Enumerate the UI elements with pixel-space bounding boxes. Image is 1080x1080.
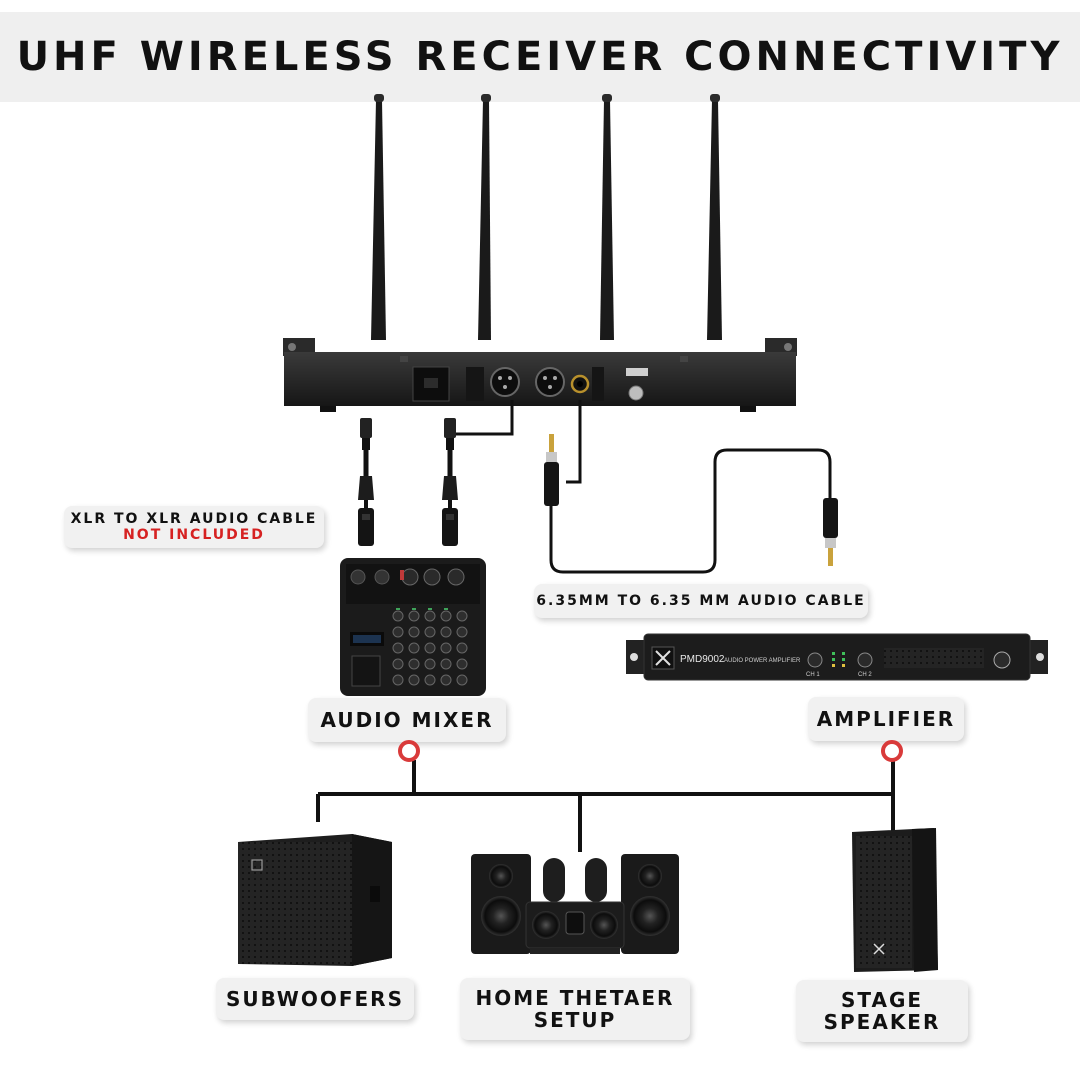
antenna-icon [600,94,614,340]
xlr-connector-icon [358,418,374,546]
amplifier-label: AMPLIFIER [808,697,964,741]
xlr-cable-label: XLR TO XLR AUDIO CABLE NOT INCLUDED [64,506,324,548]
amplifier-connection-node [881,740,903,762]
jack-plug-icon [544,434,559,506]
subwoofers-label: SUBWOOFERS [216,978,414,1020]
amplifier-text: AMPLIFIER [816,707,956,731]
mixer-icon [340,558,486,696]
xlr-connector-icon [442,418,458,546]
receiver-icon [283,94,797,412]
subwoofer-icon [238,834,392,966]
antenna-icon [371,94,386,340]
xlr-cable-icon [450,400,514,436]
stage-speaker-icon [852,828,938,972]
jack-plug-icon [823,498,838,566]
amplifier-icon: PMD9002 AUDIO POWER AMPLIFIER CH 1 CH 2 [626,633,1048,681]
jack-cable-text: 6.35MM TO 6.35 MM AUDIO CABLE [536,593,866,609]
xlr-cable-text: XLR TO XLR AUDIO CABLE [70,511,318,527]
distribution-lines [316,760,895,852]
xlr-not-included-text: NOT INCLUDED [123,527,265,543]
page-title: UHF WIRELESS RECEIVER CONNECTIVITY [16,34,1064,80]
jack-cable-label: 6.35MM TO 6.35 MM AUDIO CABLE [534,584,868,618]
home-theater-line2: SETUP [533,1008,617,1032]
amplifier-desc: AUDIO POWER AMPLIFIER [724,658,801,664]
jack-cable-icon [549,400,832,574]
amplifier-model: PMD9002 [680,654,725,665]
title-banner [0,12,1080,102]
stage-speaker-line1: STAGE [840,988,924,1012]
antenna-icon [478,94,491,340]
amplifier-ch1: CH 1 [806,672,820,678]
home-theater-icon [471,854,679,954]
home-theater-label: HOME THETAER SETUP [460,978,690,1040]
stage-speaker-line2: SPEAKER [823,1010,941,1034]
home-theater-line1: HOME THETAER [475,986,675,1010]
mixer-connection-node [398,740,420,762]
stage-speaker-label: STAGE SPEAKER [796,980,968,1042]
subwoofers-text: SUBWOOFERS [226,987,404,1011]
amplifier-ch2: CH 2 [858,672,872,678]
antenna-icon [707,94,722,340]
audio-mixer-text: AUDIO MIXER [320,708,494,732]
audio-mixer-label: AUDIO MIXER [308,698,506,742]
